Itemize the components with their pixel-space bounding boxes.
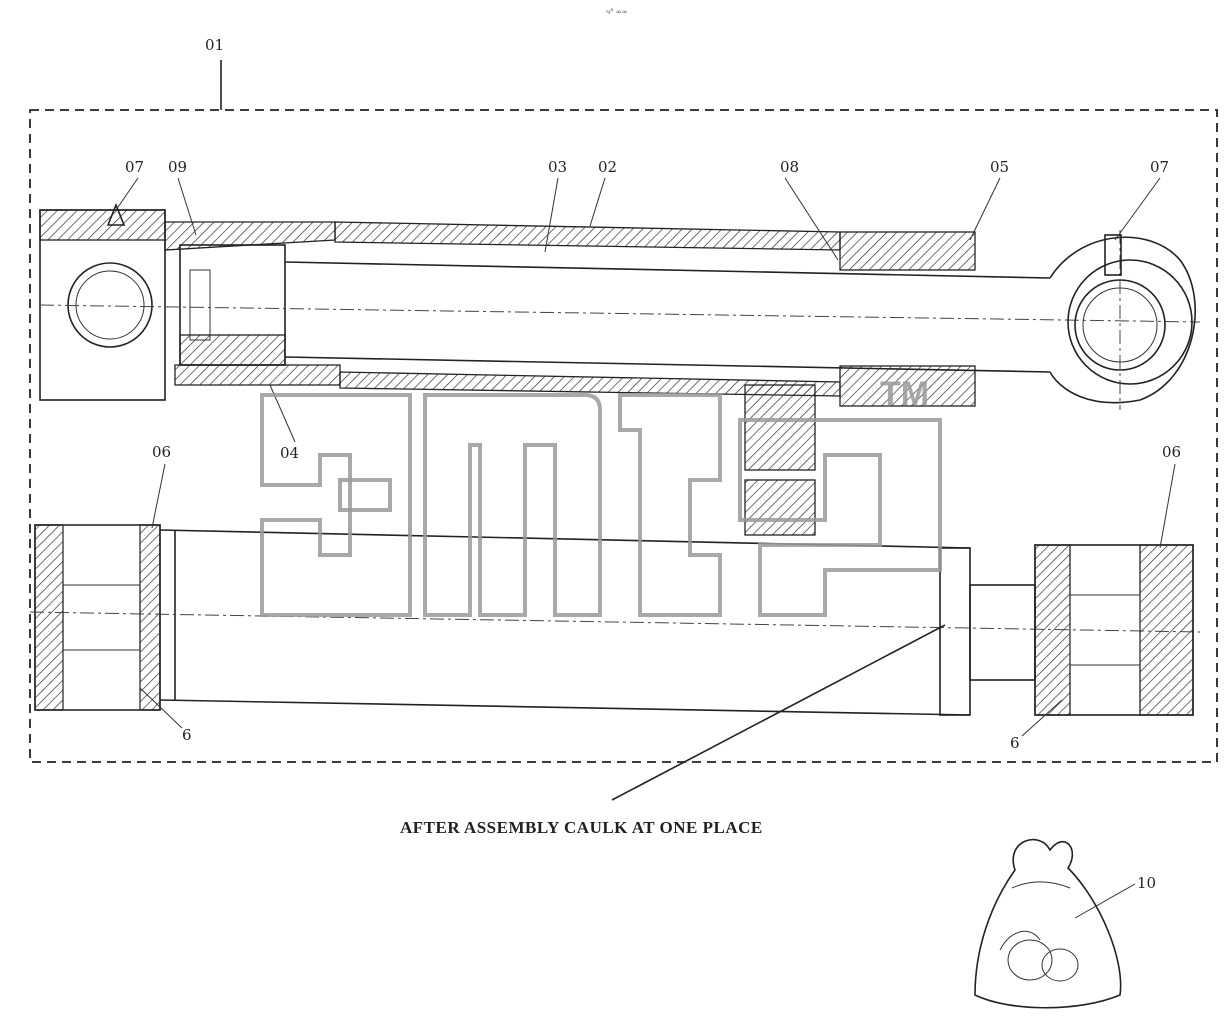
- label-nut: 09: [168, 158, 187, 176]
- grease-fitting-right: [1104, 234, 1122, 276]
- label-rod: 03: [548, 158, 567, 176]
- label-piston: 04: [280, 444, 299, 462]
- label-head: 05: [990, 158, 1009, 176]
- label-grease-right: 07: [1150, 158, 1169, 176]
- grease-fitting-left: [106, 202, 126, 226]
- label-bushing-right: 06: [1162, 443, 1181, 461]
- label-seal-kit: 10: [1137, 874, 1156, 892]
- head-gland-bottom: [839, 365, 976, 407]
- caulk-caption: AFTER ASSEMBLY CAULK AT ONE PLACE: [400, 818, 763, 837]
- rod-eye: [1049, 236, 1196, 404]
- cylinder-assembly: [39, 202, 1201, 536]
- rod-eye-bore: [1067, 259, 1193, 385]
- label-grease-left: 07: [125, 158, 144, 176]
- port-block: [744, 384, 816, 471]
- label-port: 08: [780, 158, 799, 176]
- watermark-tm: TM: [880, 375, 929, 413]
- label-pin-right: 6: [1010, 734, 1020, 752]
- rear-pin-bore: [67, 262, 153, 348]
- caulk-leader: [611, 624, 946, 801]
- assembly-boundary: [29, 109, 1218, 763]
- label-pin-left: 6: [182, 726, 192, 744]
- head-gland-top: [839, 231, 976, 271]
- label-tube: 02: [598, 158, 617, 176]
- tube-top-wall: [334, 221, 841, 251]
- label-bushing-left: 06: [152, 443, 171, 461]
- watermark-logo: TM: [260, 375, 942, 617]
- pin-detail: [29, 524, 1201, 716]
- seal-kit-bag: [974, 838, 1122, 1009]
- header-mark: ч° ∞∞: [606, 8, 628, 16]
- label-assembly: 01: [205, 36, 224, 54]
- pin-head: [939, 547, 971, 716]
